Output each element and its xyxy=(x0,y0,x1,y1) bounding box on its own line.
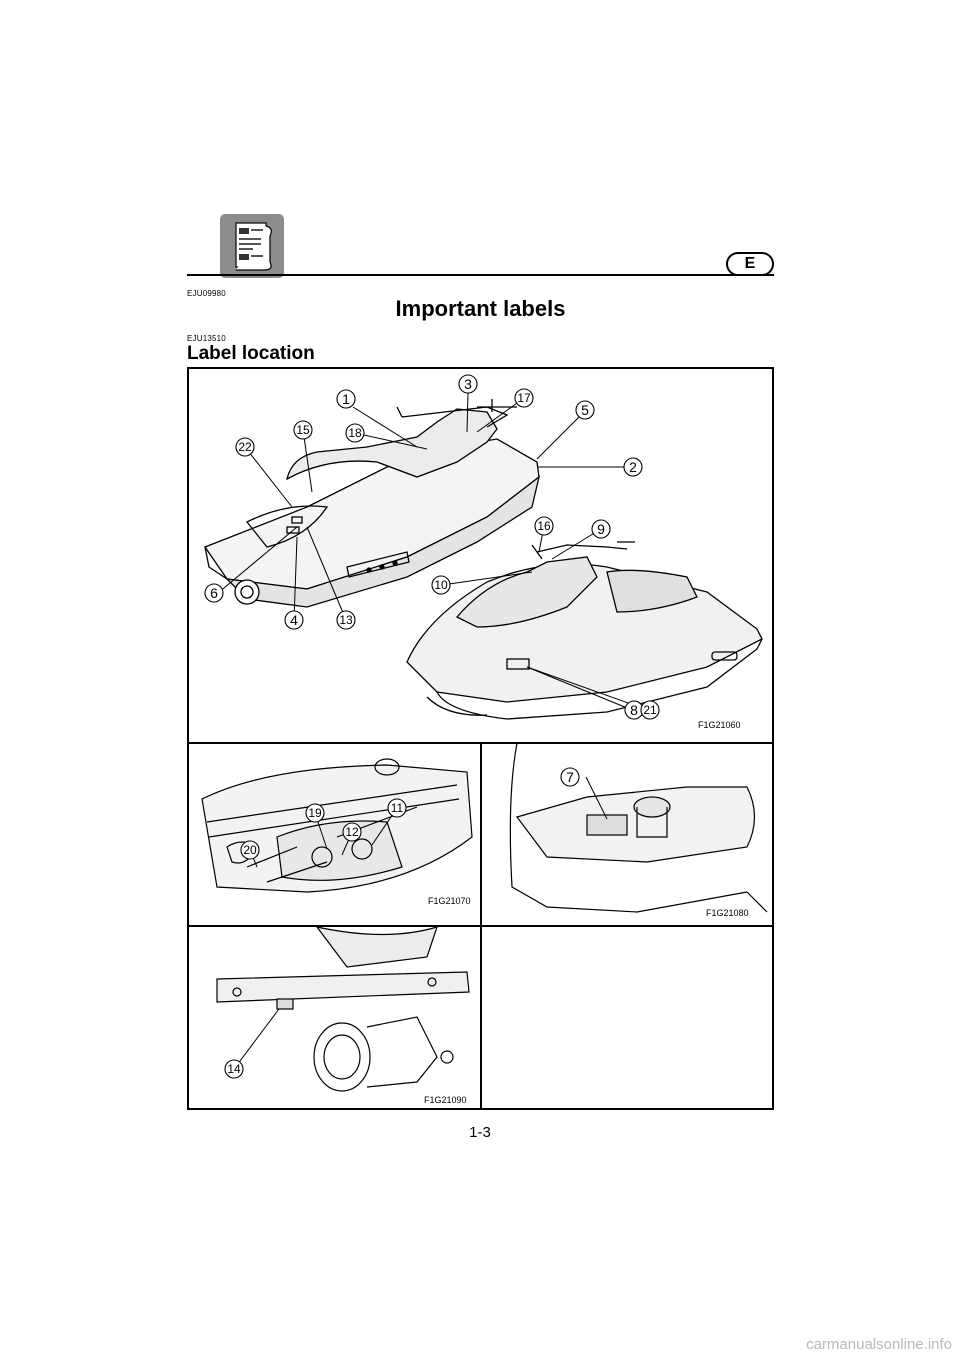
page-number: 1-3 xyxy=(469,1124,491,1141)
callout-2: 2 xyxy=(629,459,637,475)
callout-markers xyxy=(204,374,660,1079)
callout-7: 7 xyxy=(566,769,574,785)
manual-document-icon xyxy=(220,214,284,278)
subsection-code: EJU13510 xyxy=(187,334,226,343)
watercraft-rear-drawing xyxy=(204,399,541,608)
header-rule xyxy=(187,274,774,276)
callout-21: 21 xyxy=(643,703,657,717)
engine-compartment-drawing xyxy=(201,758,473,893)
callout-3: 3 xyxy=(464,376,472,392)
figure-code-top: F1G21060 xyxy=(698,720,741,730)
front-storage-drawing xyxy=(509,742,768,913)
callout-11: 11 xyxy=(391,801,404,815)
callout-8: 8 xyxy=(630,702,638,718)
figure-code-mid-left: F1G21070 xyxy=(428,896,471,906)
label-location-figure: 1 2 3 4 5 6 7 8 9 10 11 12 13 14 15 16 1… xyxy=(187,367,774,1110)
watermark: carmanualsonline.info xyxy=(806,1336,952,1353)
callout-10: 10 xyxy=(434,578,448,592)
callout-18: 18 xyxy=(348,426,362,440)
callout-19: 19 xyxy=(308,806,322,820)
callout-9: 9 xyxy=(597,521,605,537)
callout-20: 20 xyxy=(243,843,257,857)
callout-15: 15 xyxy=(296,423,310,437)
callout-12: 12 xyxy=(345,825,359,839)
figure-code-bottom: F1G21090 xyxy=(424,1095,467,1105)
callout-22: 22 xyxy=(238,440,252,454)
figure-code-mid-right: F1G21080 xyxy=(706,908,749,918)
callout-16: 16 xyxy=(537,519,551,533)
callout-5: 5 xyxy=(581,402,589,418)
watercraft-front-drawing xyxy=(406,541,763,720)
callout-17: 17 xyxy=(517,391,531,405)
section-code: EJU09980 xyxy=(187,289,226,298)
page-title: Important labels xyxy=(395,296,566,321)
stern-nozzle-drawing xyxy=(216,926,470,1092)
subsection-title: Label location xyxy=(187,343,315,364)
callout-1: 1 xyxy=(342,391,350,407)
callout-13: 13 xyxy=(339,613,353,627)
callout-4: 4 xyxy=(290,612,298,628)
callout-6: 6 xyxy=(210,585,218,601)
callout-14: 14 xyxy=(227,1062,241,1076)
callout-numbers: 1 2 3 4 5 6 7 8 9 10 11 12 13 14 15 16 1… xyxy=(210,376,657,1076)
language-badge: E xyxy=(726,252,774,276)
